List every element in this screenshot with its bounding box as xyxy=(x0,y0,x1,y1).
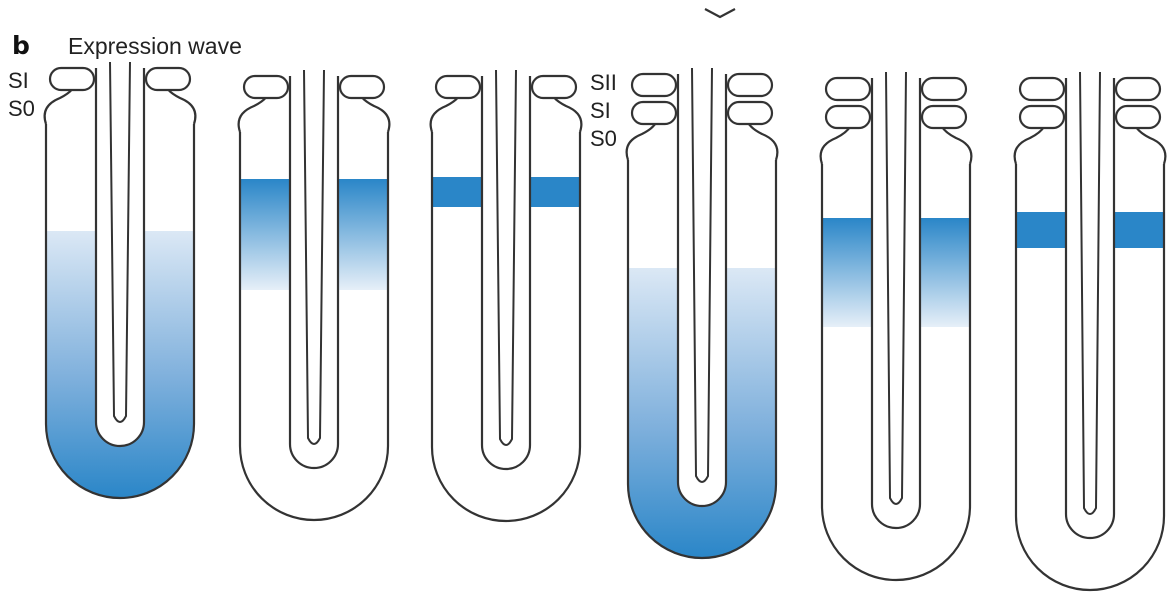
segment-pill xyxy=(1116,78,1160,100)
inner-lumen xyxy=(96,68,144,446)
follicle-stage xyxy=(1014,72,1166,590)
segment-label: S0 xyxy=(590,126,617,151)
segment-label: S0 xyxy=(8,96,35,121)
segment-pill xyxy=(146,68,190,90)
inner-lumen xyxy=(482,76,530,469)
inner-lumen xyxy=(678,74,726,506)
inner-lumen xyxy=(1066,78,1114,538)
panel-title: Expression wave xyxy=(68,33,242,59)
segment-pill xyxy=(532,76,576,98)
follicle-stage xyxy=(430,70,582,521)
segment-pill xyxy=(436,76,480,98)
follicle-stage: SI S0 xyxy=(8,62,196,498)
segment-label: SI xyxy=(590,98,611,123)
segment-pill xyxy=(728,102,772,124)
segment-pill xyxy=(922,78,966,100)
segment-label: SI xyxy=(8,68,29,93)
segment-label: SII xyxy=(590,70,617,95)
segment-pill xyxy=(244,76,288,98)
arrow-head-mark xyxy=(705,9,735,17)
segment-pill xyxy=(728,74,772,96)
panel-letter: b xyxy=(12,31,30,60)
inner-lumen xyxy=(872,78,920,528)
segment-pill xyxy=(1020,106,1064,128)
inner-lumen xyxy=(290,76,338,468)
follicle-row: SI S0 SII SI S0 xyxy=(8,62,1166,590)
segment-pill xyxy=(50,68,94,90)
segment-pill xyxy=(340,76,384,98)
segment-pill xyxy=(826,106,870,128)
segment-pill xyxy=(632,74,676,96)
segment-pill xyxy=(826,78,870,100)
segment-pill xyxy=(1020,78,1064,100)
follicle-stage: SII SI S0 xyxy=(590,68,778,558)
follicle-stage xyxy=(820,72,972,580)
follicle-stage xyxy=(238,70,390,520)
segment-pill xyxy=(1116,106,1160,128)
segment-pill xyxy=(632,102,676,124)
segment-pill xyxy=(922,106,966,128)
